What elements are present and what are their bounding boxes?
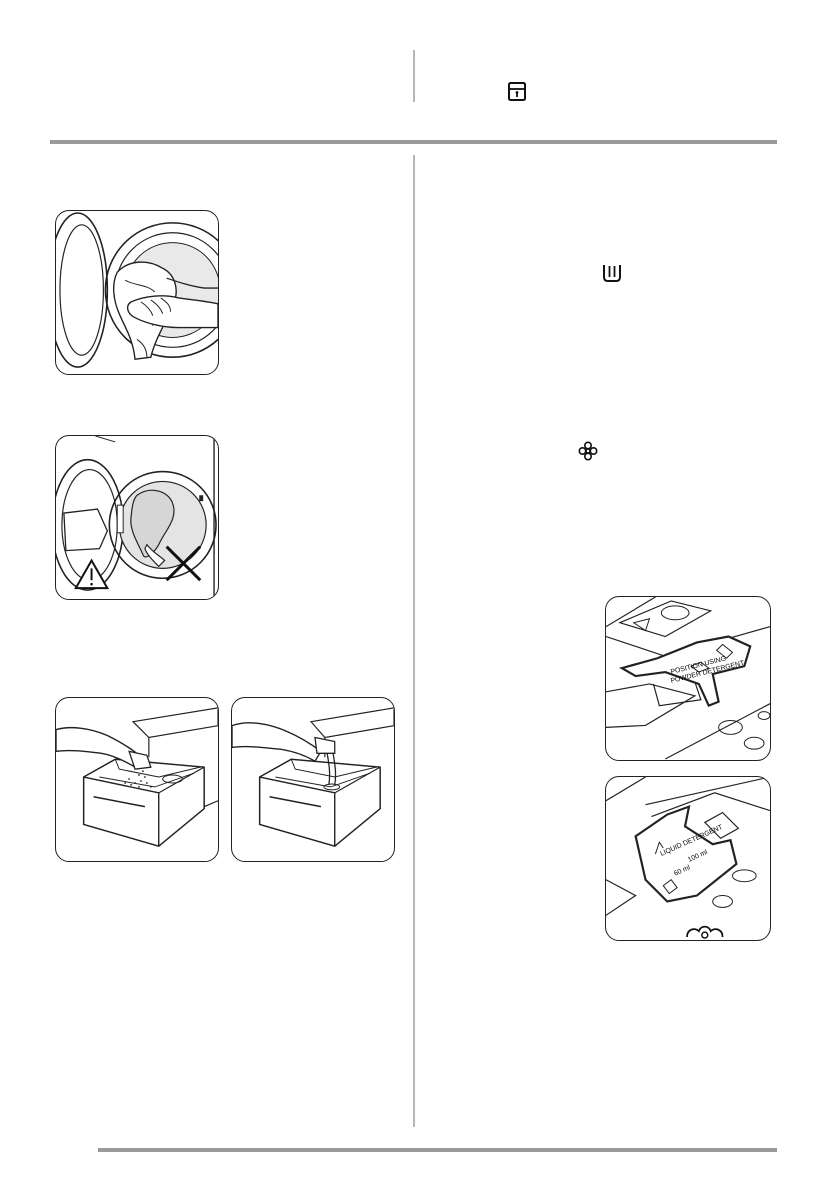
laundry-caught-in-door-warning-illustration — [55, 435, 219, 600]
prewash-compartment-icon — [601, 263, 623, 283]
detergent-flap-liquid-position-illustration: LIQUID DETERGENT 100 ml 60 ml — [605, 776, 771, 941]
fabric-softener-icon — [578, 441, 598, 461]
column-divider — [413, 155, 415, 1127]
detergent-flap-powder-position-illustration: POSITION USING POWDER DETERGENT — [605, 596, 771, 761]
door-lock-icon — [507, 81, 527, 103]
header-column-divider — [413, 50, 415, 102]
laundry-into-drum-illustration — [55, 210, 219, 375]
top-rule — [50, 140, 777, 144]
bottom-rule — [98, 1148, 777, 1152]
powder-detergent-into-compartment-illustration — [55, 697, 219, 862]
liquid-detergent-into-compartment-illustration — [231, 697, 395, 862]
